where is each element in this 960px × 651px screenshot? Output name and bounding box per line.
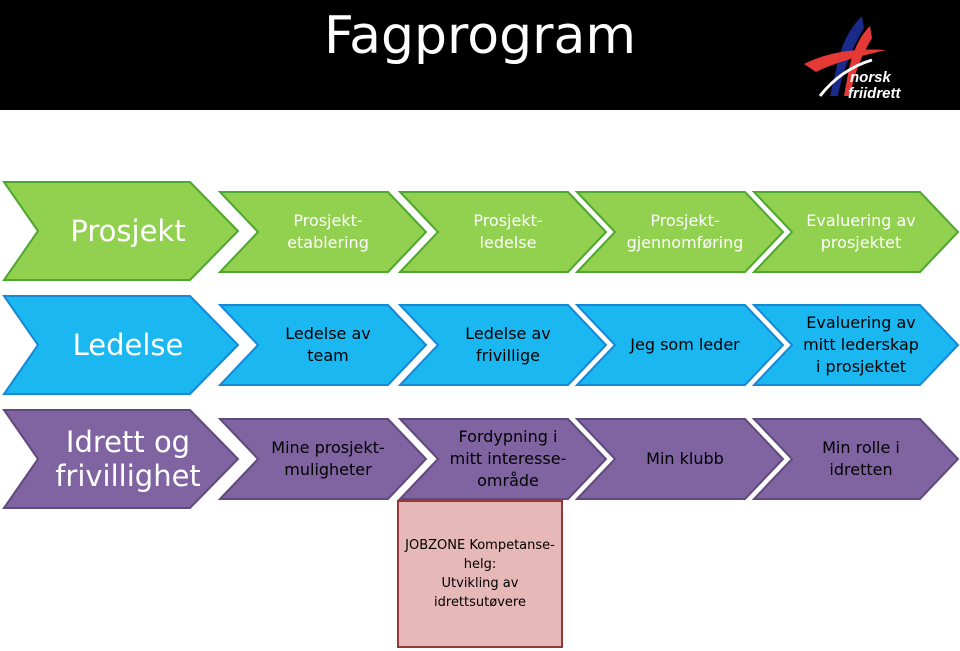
chevron-label: Evaluering av mitt lederskap i prosjekte… bbox=[803, 313, 919, 376]
chevron-label: Ledelse av frivillige bbox=[465, 324, 551, 365]
chevron-fordypning: Fordypning i mitt interesse- område bbox=[397, 417, 608, 501]
chevron-min-klubb: Min klubb bbox=[574, 417, 785, 501]
logo-text-norsk: norsk bbox=[850, 69, 892, 86]
chevron-mine-prosjektmuligheter: Mine prosjekt- muligheter bbox=[217, 417, 428, 501]
chevron-label: Min rolle i idretten bbox=[822, 438, 900, 479]
chevron-evaluering-lederskap: Evaluering av mitt lederskap i prosjekte… bbox=[751, 303, 960, 387]
norsk-friidrett-logo: norsk friidrett bbox=[804, 16, 902, 102]
chevron-label: Jeg som leder bbox=[630, 335, 740, 354]
chevron-label: Idrett og frivillighet bbox=[55, 425, 201, 493]
chevron-label: Prosjekt- ledelse bbox=[473, 211, 543, 252]
logo-text-friidrett: friidrett bbox=[848, 85, 902, 102]
chevron-ledelse: Ledelse bbox=[2, 294, 240, 396]
page-title: Fagprogram bbox=[324, 6, 636, 66]
chevron-prosjekt-ledelse: Prosjekt- ledelse bbox=[397, 190, 608, 274]
chevron-shape bbox=[2, 181, 240, 281]
chevron-ledelse-av-frivillige: Ledelse av frivillige bbox=[397, 303, 608, 387]
chevron-label: Evaluering av prosjektet bbox=[806, 211, 916, 252]
chevron-jeg-som-leder: Jeg som leder bbox=[574, 303, 785, 387]
chevron-min-rolle-i-idretten: Min rolle i idretten bbox=[751, 417, 960, 501]
chevron-label: Prosjekt- etablering bbox=[287, 211, 369, 252]
chevron-evaluering-prosjektet: Evaluering av prosjektet bbox=[751, 190, 960, 274]
chevron-label: Fordypning i mitt interesse- område bbox=[449, 427, 567, 490]
jobzone-text: JOBZONE Kompetanse- helg: Utvikling av i… bbox=[405, 538, 555, 610]
chevron-label: Prosjekt- gjennomføring bbox=[626, 211, 744, 252]
chevron-label: Ledelse av team bbox=[285, 324, 371, 365]
chevron-label: Prosjekt bbox=[70, 214, 186, 248]
chevron-prosjekt: Prosjekt bbox=[2, 180, 240, 282]
jobzone-box: JOBZONE Kompetanse- helg: Utvikling av i… bbox=[397, 500, 563, 648]
chevron-idrett-og-frivillighet: Idrett og frivillighet bbox=[2, 408, 240, 510]
chevron-prosjekt-gjennomforing: Prosjekt- gjennomføring bbox=[574, 190, 785, 274]
chevron-prosjekt-etablering: Prosjekt- etablering bbox=[217, 190, 428, 274]
chevron-ledelse-av-team: Ledelse av team bbox=[217, 303, 428, 387]
header-bar: Fagprogram norsk friidrett bbox=[0, 0, 960, 110]
chevron-label: Mine prosjekt- muligheter bbox=[271, 438, 385, 479]
chevron-label: Min klubb bbox=[646, 449, 724, 468]
chevron-label: Ledelse bbox=[72, 328, 184, 362]
